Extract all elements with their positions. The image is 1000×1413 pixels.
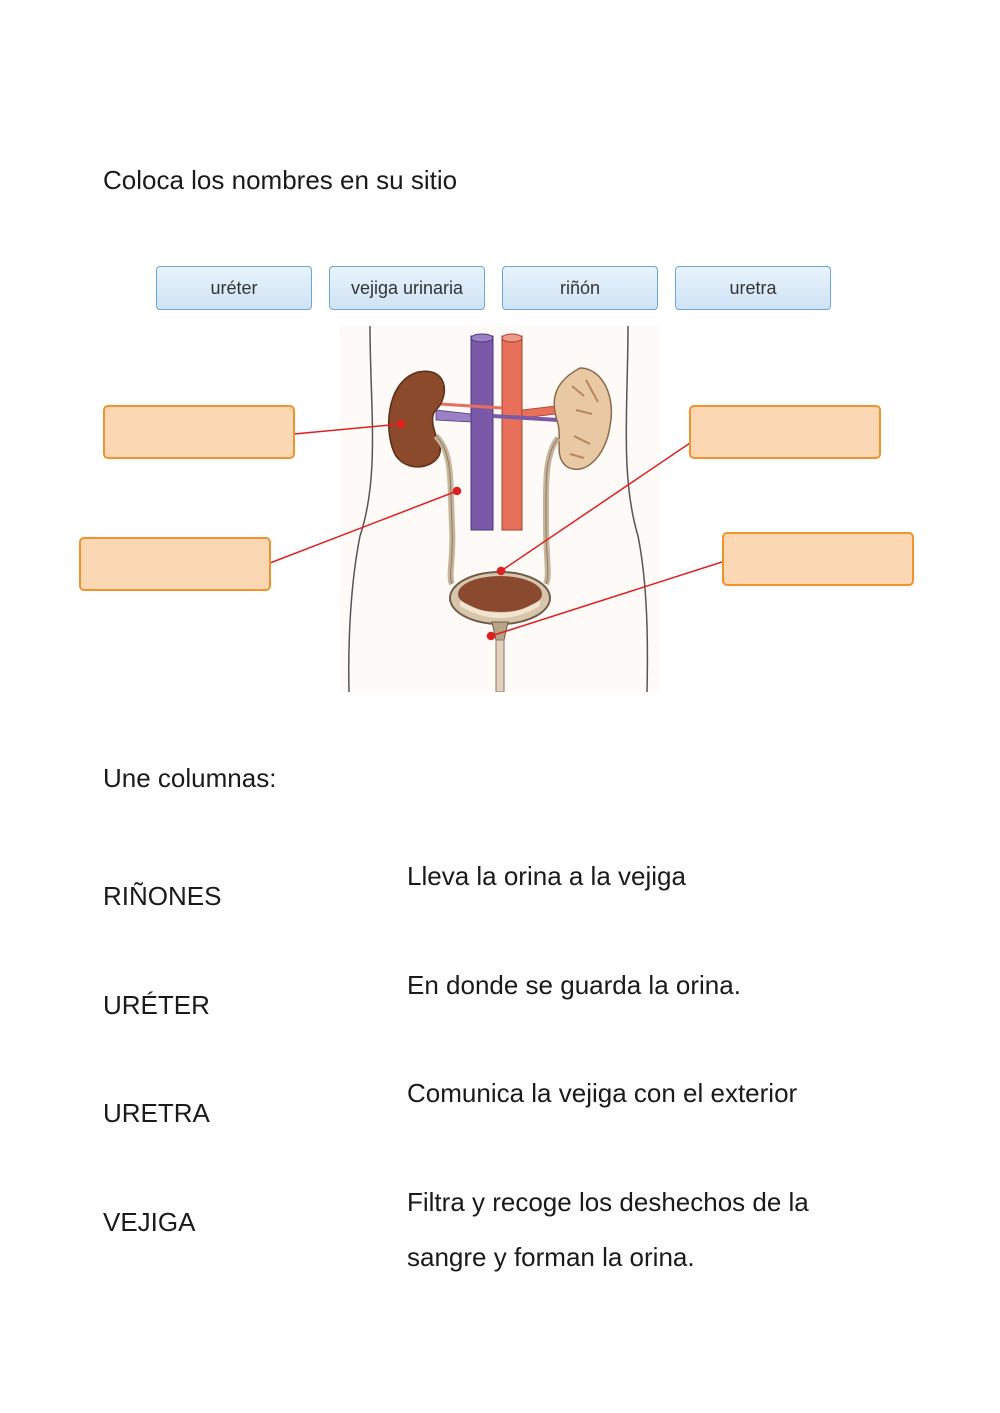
- word-chip-uretra[interactable]: uretra: [675, 266, 831, 310]
- match-definition-1[interactable]: Lleva la orina a la vejiga: [407, 861, 686, 891]
- match-definition-4[interactable]: Filtra y recoge los deshechos de la sang…: [407, 1187, 809, 1272]
- match-term-ureter[interactable]: URÉTER: [103, 990, 210, 1020]
- word-chip-rinon[interactable]: riñón: [502, 266, 658, 310]
- match-term-vejiga[interactable]: VEJIGA: [103, 1207, 196, 1237]
- urinary-system-illustration: [340, 326, 660, 692]
- match-term-rinones[interactable]: RIÑONES: [103, 881, 222, 911]
- match-definition-2[interactable]: En donde se guarda la orina.: [407, 970, 741, 1000]
- word-chip-vejiga-urinaria[interactable]: vejiga urinaria: [329, 266, 485, 310]
- drop-zone-kidney[interactable]: [103, 405, 295, 459]
- match-definition-3[interactable]: Comunica la vejiga con el exterior: [407, 1078, 798, 1108]
- drop-zone-urethra[interactable]: [722, 532, 914, 586]
- drop-zone-ureter[interactable]: [79, 537, 271, 591]
- instruction-match-columns: Une columnas:: [103, 763, 277, 793]
- word-chip-ureter[interactable]: uréter: [156, 266, 312, 310]
- instruction-place-names: Coloca los nombres en su sitio: [103, 165, 458, 195]
- match-term-uretra[interactable]: URETRA: [103, 1098, 210, 1128]
- drop-zone-bladder[interactable]: [689, 405, 881, 459]
